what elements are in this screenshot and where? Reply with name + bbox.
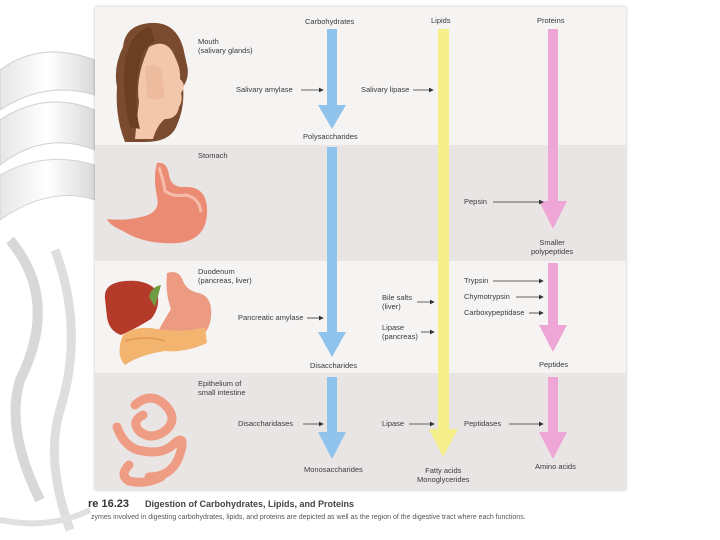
stomach-illustration [107,162,208,244]
enzyme-carboxypeptidase: Carboxypeptidase [464,308,525,317]
carbohydrate-pathway [318,29,346,459]
liver-pancreas-illustration [104,272,212,365]
product-monosaccharides: Monosaccharides [304,465,363,474]
enzyme-pepsin: Pepsin [464,197,487,206]
enzyme-chymotrypsin: Chymotrypsin [464,292,510,301]
enzyme-bile-salts: Bile salts (liver) [382,293,413,311]
region-label-mouth: Mouth (salivary glands) [198,37,253,55]
head-illustration [115,22,188,142]
enzyme-salivary-lipase: Salivary lipase [361,85,410,94]
region-label-small-intestine: Epithelium of small intestine [198,379,246,397]
region-band-small-intestine [95,373,626,490]
textbook-figure: Carbohydrates Lipids Proteins Mouth (sal… [95,7,626,490]
lipid-pathway [429,29,458,457]
enzyme-pancreatic-lipase: Lipase (pancreas) [382,323,418,341]
enzyme-trypsin: Trypsin [464,276,489,285]
digestion-diagram [104,22,567,487]
enzyme-lipase: Lipase [382,419,405,428]
product-polysaccharides: Polysaccharides [303,132,358,141]
enzyme-peptidases: Peptidases [464,419,502,428]
protein-pathway [539,29,567,459]
column-header-lipids: Lipids [431,16,451,25]
product-fatty-acids-monoglycerides: Fatty acids Monoglycerides [417,466,470,484]
small-intestine-illustration [112,393,187,487]
product-peptides: Peptides [539,360,569,369]
figure-title: Digestion of Carbohydrates, Lipids, and … [145,499,355,509]
figure-number: re 16.23 [88,498,129,510]
region-label-stomach: Stomach [198,151,228,160]
enzyme-salivary-amylase: Salivary amylase [236,85,293,94]
enzyme-arrows [301,87,544,427]
product-amino-acids: Amino acids [535,462,576,471]
product-disaccharides: Disaccharides [310,361,358,370]
enzyme-disaccharidases: Disaccharidases [238,419,294,428]
region-label-duodenum: Duodenum (pancreas, liver) [198,267,252,285]
column-header-proteins: Proteins [537,16,565,25]
column-header-carbohydrates: Carbohydrates [305,17,355,26]
product-smaller-polypeptides: Smaller polypeptides [531,238,574,256]
enzyme-pancreatic-amylase: Pancreatic amylase [238,313,304,322]
figure-caption: zymes involved in digesting carbohydrate… [91,514,526,521]
